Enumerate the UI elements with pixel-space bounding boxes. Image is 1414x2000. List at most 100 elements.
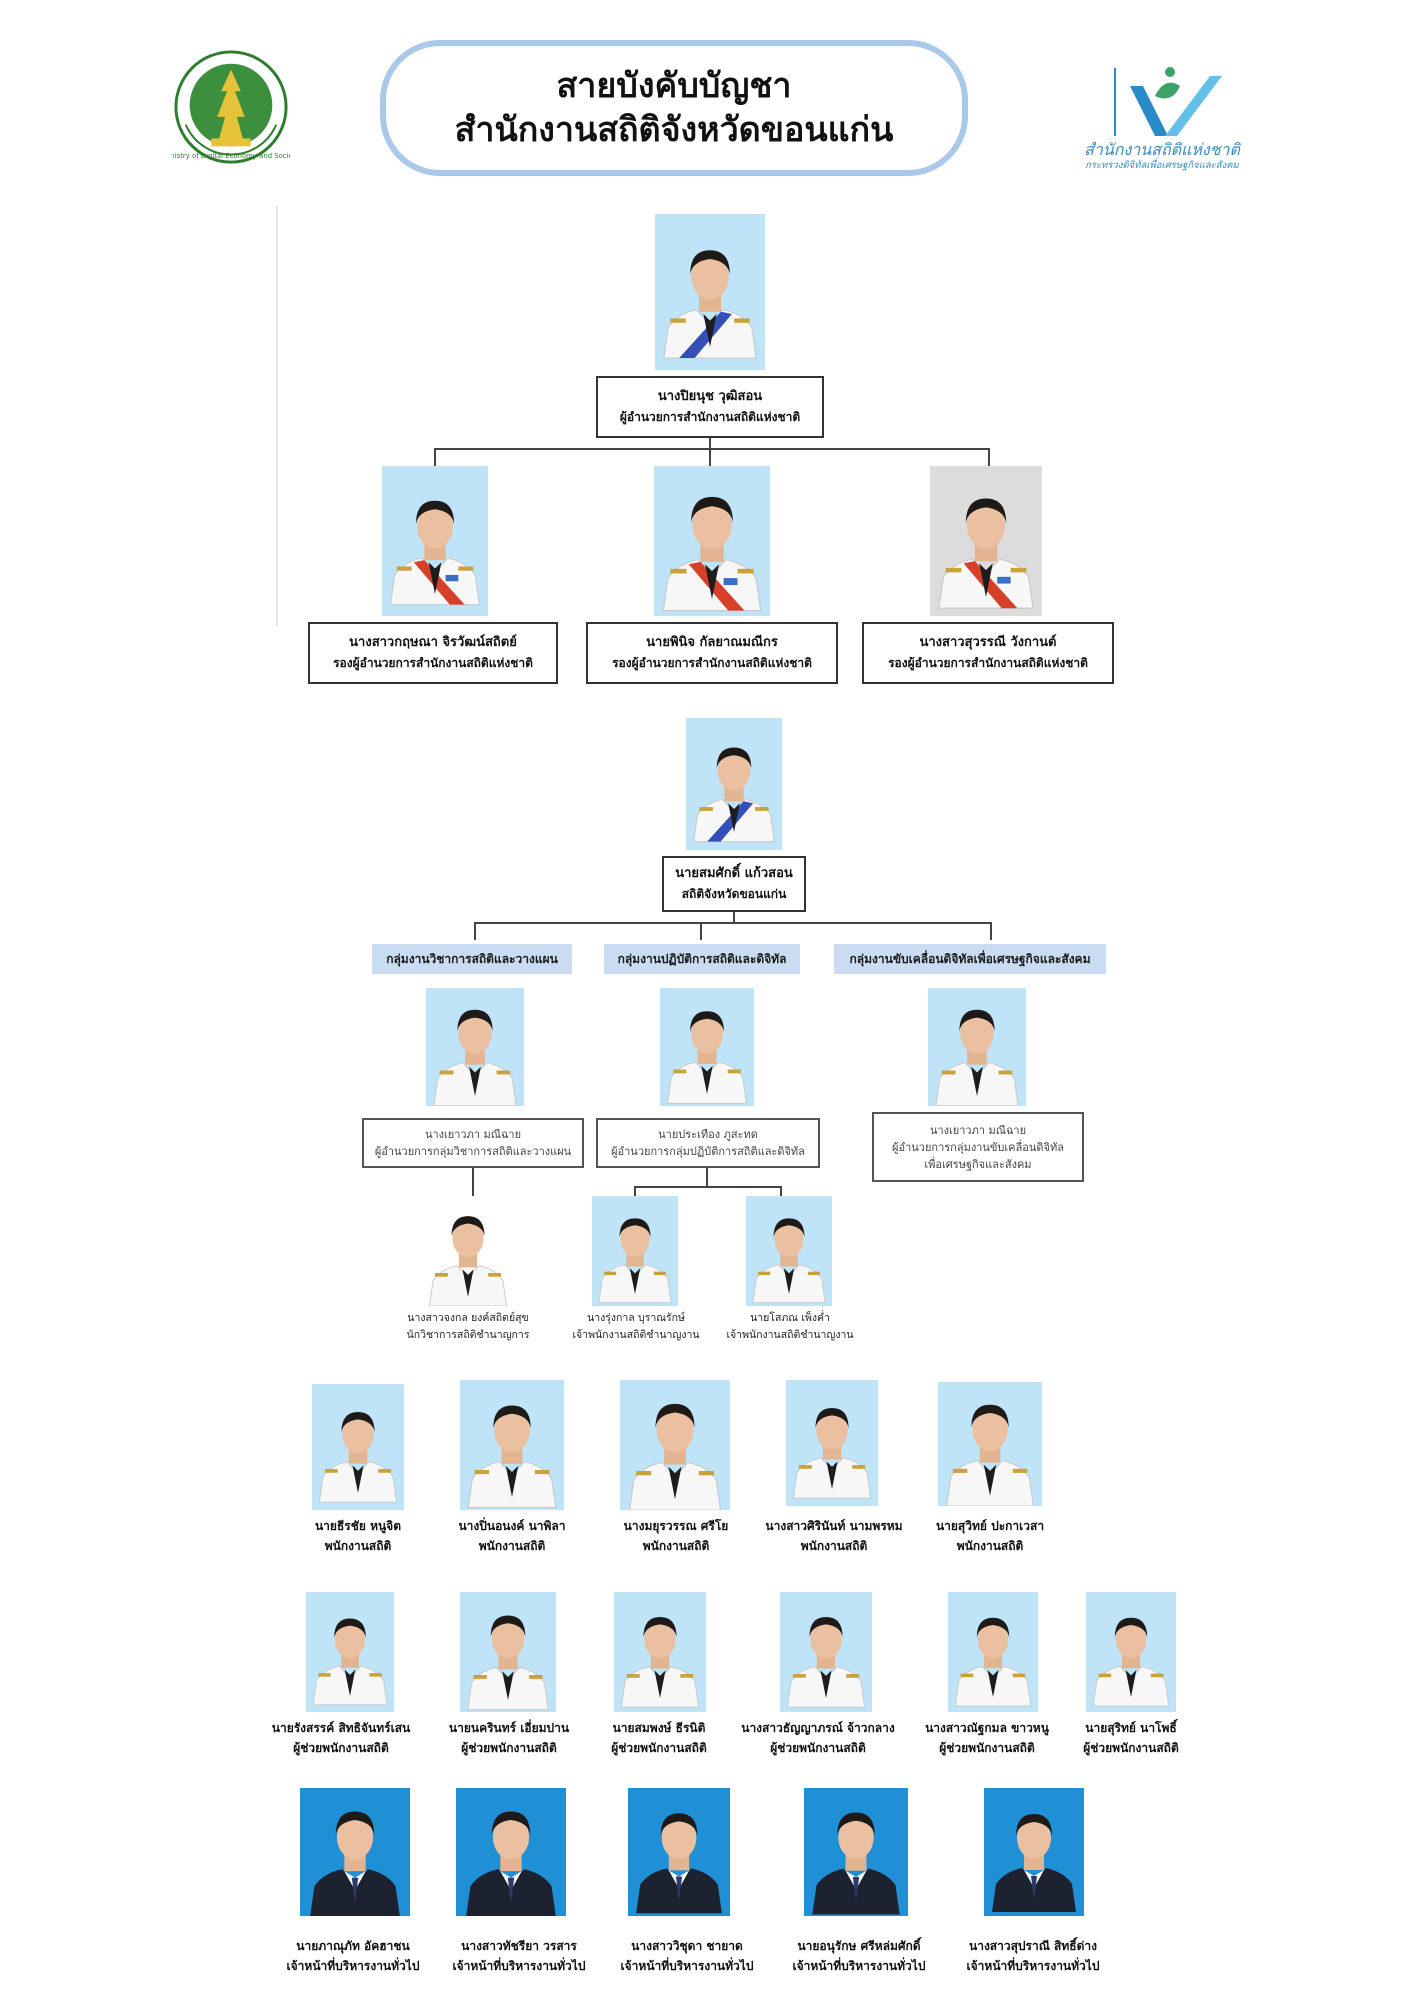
staff-position: พนักงานสถิติ xyxy=(324,1539,392,1553)
group-head-photo xyxy=(928,988,1026,1106)
assistant-name: นายสุริทย์ นาโพธิ์ xyxy=(1085,1721,1177,1735)
assistant-name: นายสมพงษ์ ธีรนิติ xyxy=(612,1721,706,1735)
group-head-position: ผู้อำนวยการกลุ่มงานขับเคลื่อนดิจิทัล xyxy=(892,1140,1064,1154)
title-line-2: สำนักงานสถิติจังหวัดขอนแก่น xyxy=(454,110,894,150)
assistant-position: ผู้ช่วยพนักงานสถิติ xyxy=(611,1741,707,1755)
assistant-photo xyxy=(780,1592,872,1712)
assistant-position: ผู้ช่วยพนักงานสถิติ xyxy=(770,1741,866,1755)
group-head-photo xyxy=(660,988,754,1106)
nso-logo xyxy=(1114,67,1222,136)
connector-line xyxy=(434,448,990,450)
title-box: สายบังคับบัญชา สำนักงานสถิติจังหวัดขอนแก… xyxy=(380,40,968,176)
deputy-photo xyxy=(654,466,770,616)
group-head-name: นางเยาวภา มณีฉาย xyxy=(424,1128,522,1141)
assistant-position: ผู้ช่วยพนักงานสถิติ xyxy=(939,1741,1035,1755)
staff-photo xyxy=(312,1384,404,1510)
connector-line xyxy=(474,922,992,924)
general-name: นางสาวทัชรียา วรสาร xyxy=(461,1939,577,1953)
decorative-rule xyxy=(276,206,278,626)
general-name: นายอนุรักษ ศรีหล่มศักดิ์ xyxy=(797,1939,921,1953)
ministry-seal-logo: Ministry of Digital Economy and Society xyxy=(172,50,290,164)
specialist-caption: นายโสภณ เพ็งค่ำ เจ้าพนักงานสถิติชำนาญงาน xyxy=(700,1310,880,1344)
specialist-name: นางสาวจงกล ยงค์สถิตย์สุข xyxy=(407,1312,529,1324)
title-line-1: สายบังคับบัญชา xyxy=(556,66,792,106)
group-head-position: เพื่อเศรษฐกิจและสังคม xyxy=(924,1157,1032,1171)
assistant-photo xyxy=(460,1592,556,1712)
staff-photo xyxy=(938,1382,1042,1506)
assistant-name: นายนครินทร์ เอี่ยมปาน xyxy=(448,1721,570,1735)
deputy-namebox: นางสาวสุวรรณี วังกานต์ รองผู้อำนวยการสำน… xyxy=(862,622,1114,684)
staff-caption: นางสาวศิรินันท์ นามพรหม พนักงานสถิติ xyxy=(752,1516,916,1556)
connector-line xyxy=(474,922,476,940)
general-name: นายภาณุภัท อัคฮาชน xyxy=(296,1939,410,1953)
director-position: ผู้อำนวยการสำนักงานสถิติแห่งชาติ xyxy=(619,410,801,424)
seal-lettering: Ministry of Digital Economy and Society xyxy=(172,152,290,160)
staff-position: พนักงานสถิติ xyxy=(956,1539,1024,1553)
connector-line xyxy=(709,448,711,466)
deputy-name: นางสาวสุวรรณี วังกานต์ xyxy=(919,635,1057,650)
nso-subtitle: กระทรวงดิจิทัลเพื่อเศรษฐกิจและสังคม xyxy=(1085,160,1239,171)
group-head-name: นายประเทือง ภูสะทด xyxy=(658,1128,758,1141)
connector-line xyxy=(733,912,735,924)
provincial-photo xyxy=(686,718,782,850)
general-position: เจ้าหน้าที่บริหารงานทั่วไป xyxy=(620,1959,754,1973)
group-head-namebox: นางเยาวภา มณีฉาย ผู้อำนวยการกลุ่มวิชาการ… xyxy=(362,1118,584,1168)
general-photo xyxy=(456,1788,566,1916)
assistant-caption: นายนครินทร์ เอี่ยมปาน ผู้ช่วยพนักงานสถิต… xyxy=(432,1718,586,1758)
specialist-photo xyxy=(422,1196,514,1306)
general-photo xyxy=(628,1788,730,1916)
staff-name: นายสุวิทย์ ปะกาเวสา xyxy=(935,1519,1045,1533)
connector-line xyxy=(709,438,711,450)
director-photo xyxy=(655,214,765,370)
staff-name: นางปิ่นอนงค์ นาพิลา xyxy=(458,1519,566,1533)
deputy-photo xyxy=(930,466,1042,616)
staff-position: พนักงานสถิติ xyxy=(642,1539,710,1553)
connector-line xyxy=(988,448,990,466)
specialist-photo xyxy=(592,1196,678,1306)
general-caption: นายภาณุภัท อัคฮาชน เจ้าหน้าที่บริหารงานท… xyxy=(268,1936,438,1976)
group-head-photo xyxy=(426,988,524,1106)
staff-caption: นางปิ่นอนงค์ นาพิลา พนักงานสถิติ xyxy=(434,1516,590,1556)
general-position: เจ้าหน้าที่บริหารงานทั่วไป xyxy=(286,1959,420,1973)
staff-caption: นางมยุรวรรณ ศรีโย พนักงานสถิติ xyxy=(598,1516,754,1556)
general-caption: นายอนุรักษ ศรีหล่มศักดิ์ เจ้าหน้าที่บริห… xyxy=(776,1936,942,1976)
staff-photo xyxy=(460,1380,564,1510)
group-head-name: นางเยาวภา มณีฉาย xyxy=(929,1123,1027,1137)
deputy-name: นายพินิจ กัลยาณมณีกร xyxy=(646,635,778,650)
general-name: นางสาวสุปราณี สิทธิ์ด่าง xyxy=(969,1939,1097,1953)
group-head-position: ผู้อำนวยการกลุ่มปฏิบัติการสถิติและดิจิทั… xyxy=(611,1145,805,1158)
specialist-position: เจ้าพนักงานสถิติชำนาญงาน xyxy=(726,1329,854,1341)
assistant-caption: นายสมพงษ์ ธีรนิติ ผู้ช่วยพนักงานสถิติ xyxy=(590,1718,728,1758)
connector-line xyxy=(434,448,436,466)
assistant-position: ผู้ช่วยพนักงานสถิติ xyxy=(293,1741,389,1755)
staff-name: นายธีรชัย หนูจิต xyxy=(314,1519,402,1533)
staff-position: พนักงานสถิติ xyxy=(800,1539,868,1553)
provincial-position: สถิติจังหวัดขอนแก่น xyxy=(681,887,787,901)
specialist-name: นางรุ่งกาล บุราณรักษ์ xyxy=(587,1312,685,1324)
connector-line xyxy=(706,1168,708,1186)
general-photo xyxy=(984,1788,1084,1916)
provincial-namebox: นายสมศักดิ์ แก้วสอน สถิติจังหวัดขอนแก่น xyxy=(662,856,806,912)
general-position: เจ้าหน้าที่บริหารงานทั่วไป xyxy=(792,1959,926,1973)
specialist-name: นายโสภณ เพ็งค่ำ xyxy=(750,1312,830,1324)
general-photo xyxy=(300,1788,410,1916)
assistant-caption: นางสาวณัฐกมล ขาวหนู ผู้ช่วยพนักงานสถิติ xyxy=(908,1718,1066,1758)
assistant-position: ผู้ช่วยพนักงานสถิติ xyxy=(1083,1741,1179,1755)
director-namebox: นางปิยนุช วุฒิสอน ผู้อำนวยการสำนักงานสถิ… xyxy=(596,376,824,438)
deputy-photo xyxy=(382,466,488,616)
assistant-photo xyxy=(614,1592,706,1712)
staff-position: พนักงานสถิติ xyxy=(478,1539,546,1553)
staff-name: นางมยุรวรรณ ศรีโย xyxy=(623,1519,729,1533)
deputy-namebox: นายพินิจ กัลยาณมณีกร รองผู้อำนวยการสำนัก… xyxy=(586,622,838,684)
provincial-name: นายสมศักดิ์ แก้วสอน xyxy=(675,866,793,881)
group-head-position: ผู้อำนวยการกลุ่มวิชาการสถิติและวางแผน xyxy=(374,1145,572,1158)
assistant-photo xyxy=(306,1592,394,1712)
connector-line xyxy=(634,1186,636,1196)
nso-name: สำนักงานสถิติแห่งชาติ xyxy=(1084,140,1240,159)
deputy-namebox: นางสาวกฤษณา จิรวัฒน์สถิตย์ รองผู้อำนวยกา… xyxy=(308,622,558,684)
connector-line xyxy=(472,1168,474,1196)
general-name: นางสาววิชุดา ชายาด xyxy=(631,1939,743,1953)
specialist-caption: นางรุ่งกาล บุราณรักษ์ เจ้าพนักงานสถิติชำ… xyxy=(546,1310,726,1344)
assistant-caption: นางสาวธัญญาภรณ์ จ้าวกลาง ผู้ช่วยพนักงานส… xyxy=(730,1718,906,1758)
staff-name: นางสาวศิรินันท์ นามพรหม xyxy=(765,1519,903,1533)
